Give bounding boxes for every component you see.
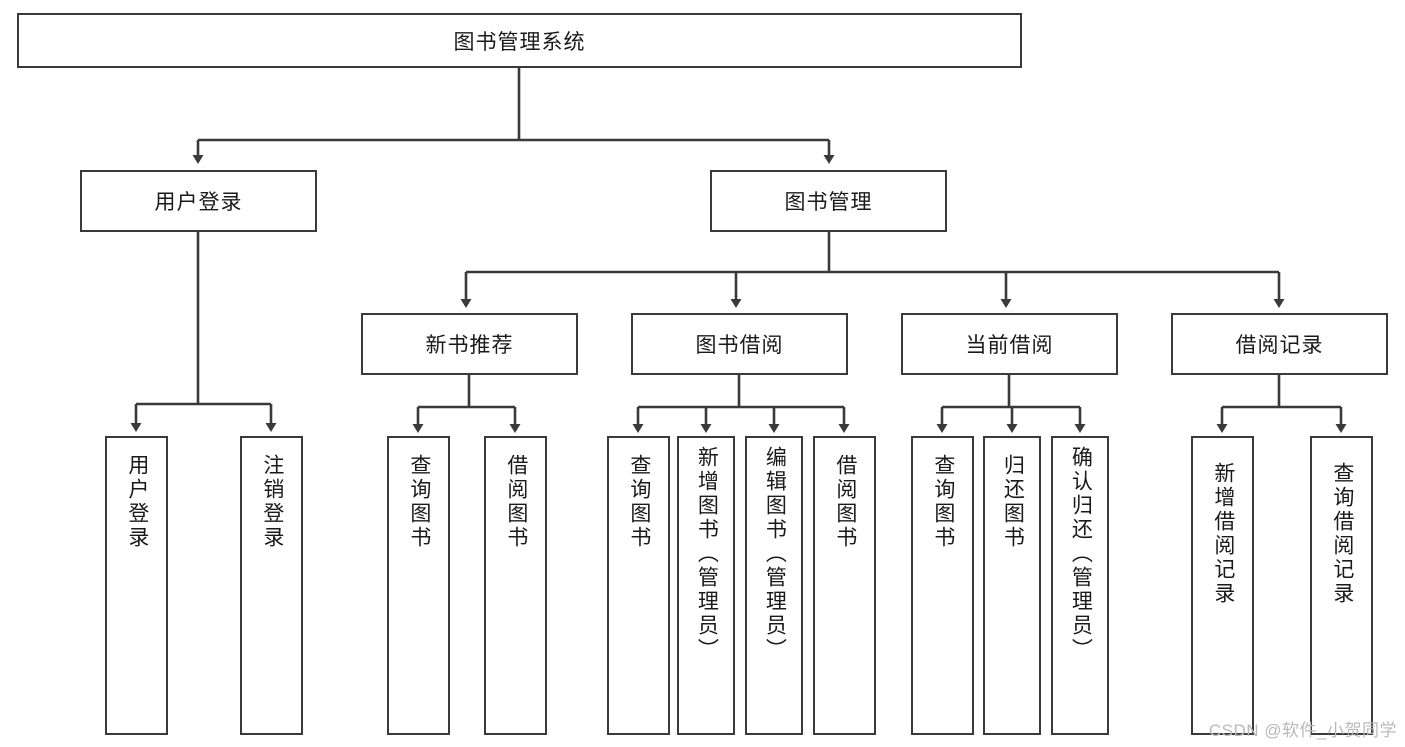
node-borrow-record[interactable]: 借阅记录: [1171, 313, 1388, 375]
node-book-manage-label: 图书管理: [784, 191, 873, 214]
node-book-borrow-label: 图书借阅: [695, 334, 784, 357]
node-confirm-return-admin[interactable]: 确认归还（管理员）: [1051, 436, 1109, 735]
node-user-login[interactable]: 用户登录: [80, 170, 317, 232]
node-user-login-do[interactable]: 用户登录: [105, 436, 168, 735]
node-borrow-book-bor[interactable]: 借阅图书: [813, 436, 876, 735]
node-query-book-bor[interactable]: 查询图书: [607, 436, 670, 735]
node-current-borrow-label: 当前借阅: [965, 334, 1054, 357]
node-root-label: 图书管理系统: [453, 30, 586, 54]
node-query-book-rec[interactable]: 查询图书: [387, 436, 450, 735]
node-user-login-label: 用户登录: [154, 191, 243, 214]
node-edit-book-admin[interactable]: 编辑图书（管理员）: [745, 436, 803, 735]
watermark-text: CSDN @软件_小贺同学: [1208, 721, 1397, 740]
node-borrow-record-label: 借阅记录: [1235, 334, 1324, 357]
node-book-manage[interactable]: 图书管理: [710, 170, 947, 232]
node-query-book-cur[interactable]: 查询图书: [911, 436, 974, 735]
node-borrow-book-rec-label: 借阅图书: [504, 454, 528, 550]
node-query-book-rec-label: 查询图书: [407, 454, 431, 550]
node-new-book-recommend[interactable]: 新书推荐: [361, 313, 578, 375]
node-return-book[interactable]: 归还图书: [983, 436, 1041, 735]
node-query-book-cur-label: 查询图书: [931, 454, 955, 550]
node-new-book-recommend-label: 新书推荐: [425, 334, 514, 357]
node-return-book-label: 归还图书: [1001, 454, 1025, 550]
node-query-borrow-record[interactable]: 查询借阅记录: [1310, 436, 1373, 735]
node-root[interactable]: 图书管理系统: [17, 13, 1022, 68]
node-book-borrow[interactable]: 图书借阅: [631, 313, 848, 375]
node-user-login-do-label: 用户登录: [125, 454, 149, 550]
node-borrow-book-rec[interactable]: 借阅图书: [484, 436, 547, 735]
node-confirm-return-admin-label: 确认归还（管理员）: [1069, 446, 1093, 662]
node-add-book-admin[interactable]: 新增图书（管理员）: [677, 436, 735, 735]
node-borrow-book-bor-label: 借阅图书: [833, 454, 857, 550]
node-user-logout[interactable]: 注销登录: [240, 436, 303, 735]
node-add-borrow-record[interactable]: 新增借阅记录: [1191, 436, 1254, 735]
node-query-book-bor-label: 查询图书: [627, 454, 651, 550]
node-current-borrow[interactable]: 当前借阅: [901, 313, 1118, 375]
node-query-borrow-record-label: 查询借阅记录: [1330, 462, 1354, 606]
node-edit-book-admin-label: 编辑图书（管理员）: [763, 446, 787, 662]
node-add-borrow-record-label: 新增借阅记录: [1211, 462, 1235, 606]
node-user-logout-label: 注销登录: [260, 454, 284, 550]
node-add-book-admin-label: 新增图书（管理员）: [695, 446, 719, 662]
